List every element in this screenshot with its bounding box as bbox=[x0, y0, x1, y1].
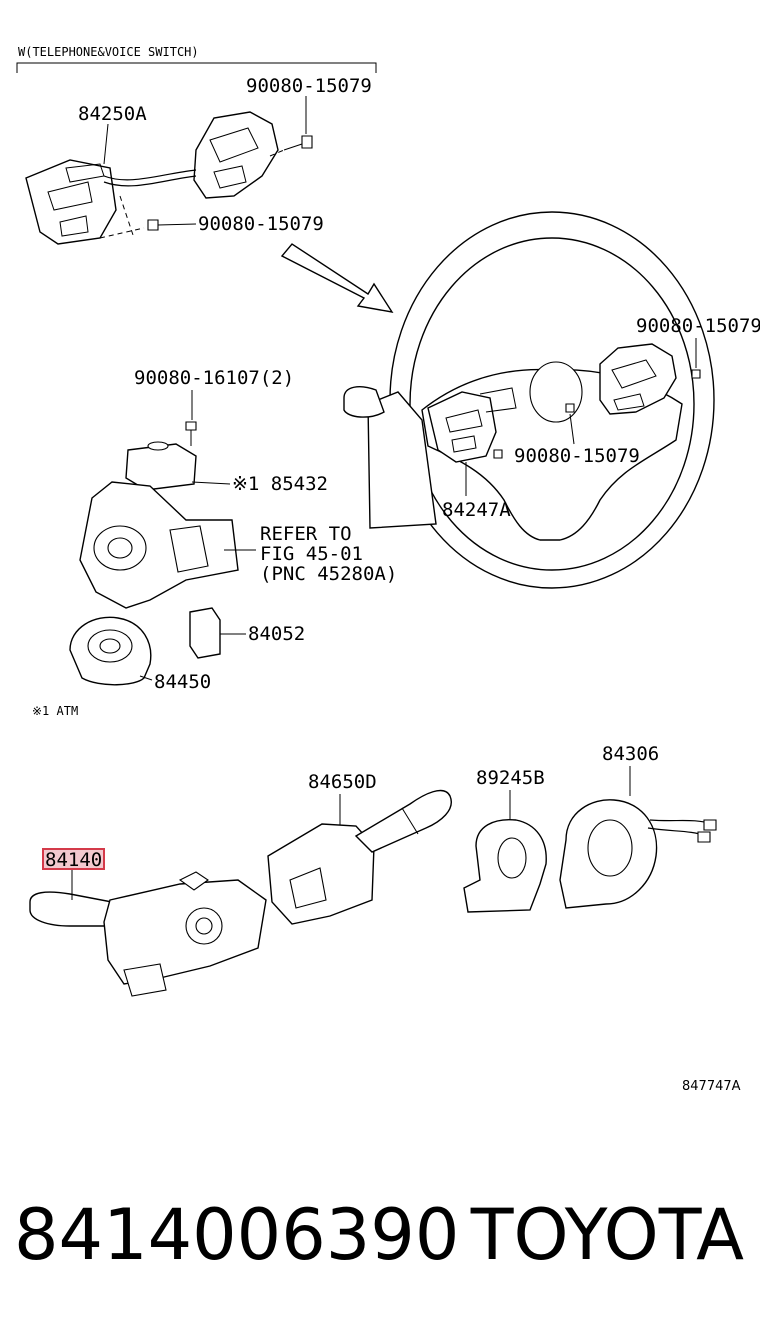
footer-brand: TOYOTA bbox=[470, 1194, 744, 1276]
label-84052: 84052 bbox=[248, 623, 305, 645]
footer: 8414006390 TOYOTA bbox=[0, 1180, 760, 1290]
label-84650D: 84650D bbox=[308, 771, 377, 793]
label-84250A: 84250A bbox=[78, 103, 147, 125]
label-84450: 84450 bbox=[154, 671, 211, 693]
label-bolt-top: 90080-15079 bbox=[246, 75, 372, 97]
label-refer-2: FIG 45-01 bbox=[260, 543, 363, 565]
wiper-switch-84650D bbox=[267, 789, 452, 925]
variant-caption: W(TELEPHONE&VOICE SWITCH) bbox=[18, 45, 199, 59]
figure-id: 847747A bbox=[682, 1079, 741, 1094]
highlight-84140 bbox=[42, 848, 105, 870]
spiral-cable-84306 bbox=[559, 799, 717, 909]
label-84247A: 84247A bbox=[442, 499, 511, 521]
variant-bracket bbox=[16, 62, 377, 73]
label-bolt-center: 90080-15079 bbox=[514, 445, 640, 467]
label-bolt-mid: 90080-15079 bbox=[198, 213, 324, 235]
leader-bolt-center bbox=[569, 413, 575, 445]
steering-sensor-89245B bbox=[463, 819, 547, 913]
column-assembly bbox=[69, 421, 239, 686]
parts-diagram: W(TELEPHONE&VOICE SWITCH) 84250A 90080-1… bbox=[16, 45, 760, 1094]
steering-wheel bbox=[343, 211, 715, 589]
switch-assembly-84250A bbox=[25, 111, 313, 245]
label-refer-3: (PNC 45280A) bbox=[260, 563, 397, 585]
label-refer-1: REFER TO bbox=[260, 523, 352, 545]
leader-85432 bbox=[191, 481, 231, 485]
footer-part-number: 8414006390 bbox=[14, 1194, 460, 1276]
label-85432: ※1 85432 bbox=[232, 473, 328, 495]
leader-84250A bbox=[103, 123, 109, 165]
assembly-arrow bbox=[280, 243, 394, 313]
label-84306: 84306 bbox=[602, 743, 659, 765]
label-bolt-right: 90080-15079 bbox=[636, 315, 760, 337]
label-note-atm: ※1 ATM bbox=[32, 704, 78, 718]
label-89245B: 89245B bbox=[476, 767, 545, 789]
label-84140[interactable]: 84140 bbox=[45, 849, 102, 871]
label-screw-16107: 90080-16107(2) bbox=[134, 367, 294, 389]
light-switch-84140 bbox=[29, 871, 267, 997]
leader-84450 bbox=[139, 675, 153, 681]
